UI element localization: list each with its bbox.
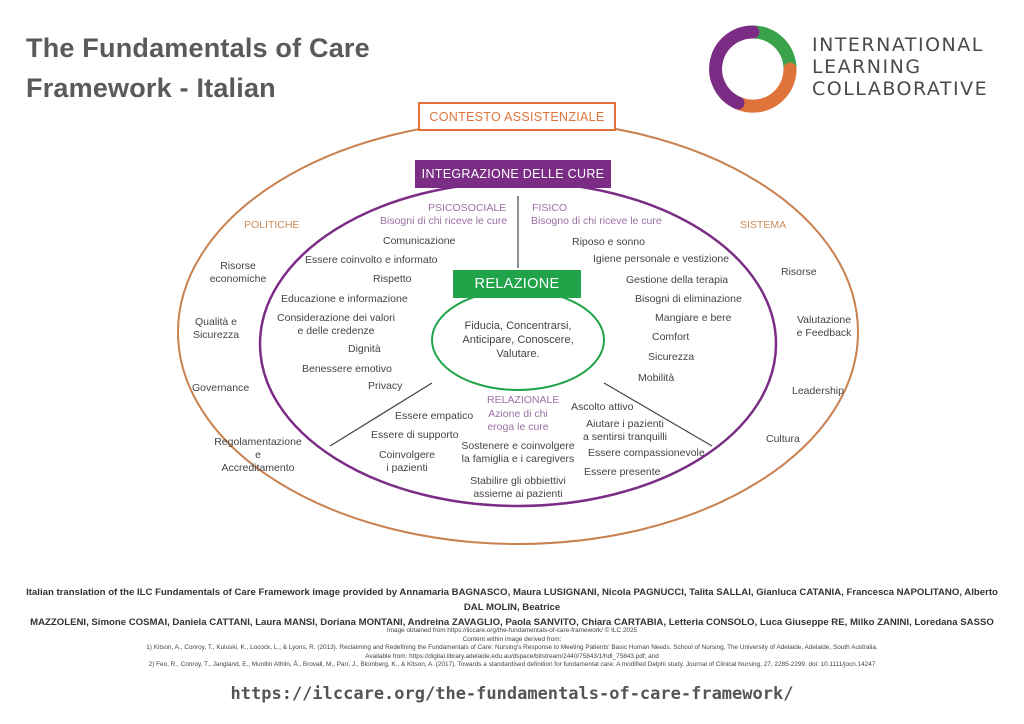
ilc-ring-icon [709,25,797,113]
title-line-2: Framework - Italian [26,73,276,103]
psicosociale-item: Educazione e informazione [281,293,408,305]
fisico-item: Mobilità [638,372,675,384]
credits-line-2: MAZZOLENI, Simone COSMAI, Daniela CATTAN… [30,617,994,628]
relazionale-item: Essere presente [584,466,661,478]
sistema-item: Risorse [781,266,817,278]
fisico-item: Bisogni di eliminazione [635,293,742,305]
contesto-box: CONTESTO ASSISTENZIALE [418,102,616,131]
ref-line: 2) Feo, R., Conroy, T., Jangland, E., Mu… [148,661,876,669]
fisico-item: Gestione della terapia [626,274,729,286]
psicosociale-item: Benessere emotivo [302,363,392,375]
ref-line: Image obtained from https://ilccare.org/… [386,627,638,634]
psicosociale-item: Comunicazione [383,235,456,247]
ref-line: Content within image derived from: [462,635,562,643]
title-line-1: The Fundamentals of Care [26,33,370,63]
footer-url[interactable]: https://ilccare.org/the-fundamentals-of-… [230,684,794,704]
center-line-2: Anticipare, Conoscere, [462,334,574,346]
psicosociale-item: Essere coinvolto e informato [305,254,438,266]
relazionale-item: Essere empatico [395,410,474,422]
relazione-center-text: Fiducia, Concentrarsi, Anticipare, Conos… [453,319,583,361]
relazione-box: RELAZIONE [453,270,581,298]
center-line-3: Valutare. [496,348,540,360]
psicosociale-item: Dignità [348,343,381,355]
sistema-item: Leadership [792,385,844,397]
fisico-subheading: Bisogno di chi riceve le cure [531,215,662,227]
fisico-item: Sicurezza [648,351,695,363]
relazionale-item: Essere di supporto [371,429,459,441]
sistema-item: Cultura [766,433,800,445]
relazionale-item: Essere compassionevole [588,447,705,459]
ref-line: 1) Kitson, A., Conroy, T., Kuluski, K., … [146,644,878,652]
integrazione-box: INTEGRAZIONE DELLE CURE [415,160,611,188]
fisico-item: Mangiare e bere [655,312,732,324]
relazionale-heading: RELAZIONALE [487,394,560,406]
logo-line-3: COLLABORATIVE [812,78,989,100]
politiche-item: Governance [192,382,250,394]
divider-right [603,382,713,447]
logo-line-1: INTERNATIONAL [812,34,984,56]
references: Image obtained from https://ilccare.org/… [20,627,1004,670]
translation-credits: Italian translation of the ILC Fundament… [20,585,1004,630]
ilc-logo: INTERNATIONAL LEARNING COLLABORATIVE [708,24,1008,114]
fisico-item: Riposo e sonno [572,236,645,248]
center-line-1: Fiducia, Concentrarsi, [464,320,572,332]
ref-line: Available from: https://digital.library.… [365,652,659,660]
psicosociale-item: Rispetto [373,273,412,285]
page-title: The Fundamentals of Care Framework - Ita… [26,28,370,108]
logo-text: INTERNATIONAL LEARNING COLLABORATIVE [812,34,988,100]
relazionale-item: Ascolto attivo [571,401,634,413]
psicosociale-item: Privacy [368,380,403,392]
psicosociale-heading: PSICOSOCIALE [428,202,507,214]
divider-left [329,382,433,447]
fisico-heading: FISICO [532,202,568,214]
fisico-item: Comfort [652,331,690,343]
psicosociale-subheading: Bisogni di chi riceve le cure [380,215,508,227]
credits-line-1: Italian translation of the ILC Fundament… [26,587,998,613]
logo-line-2: LEARNING [812,56,922,78]
sistema-heading: SISTEMA [740,219,787,231]
politiche-heading: POLITICHE [244,219,300,231]
fisico-item: Igiene personale e vestizione [593,253,730,265]
